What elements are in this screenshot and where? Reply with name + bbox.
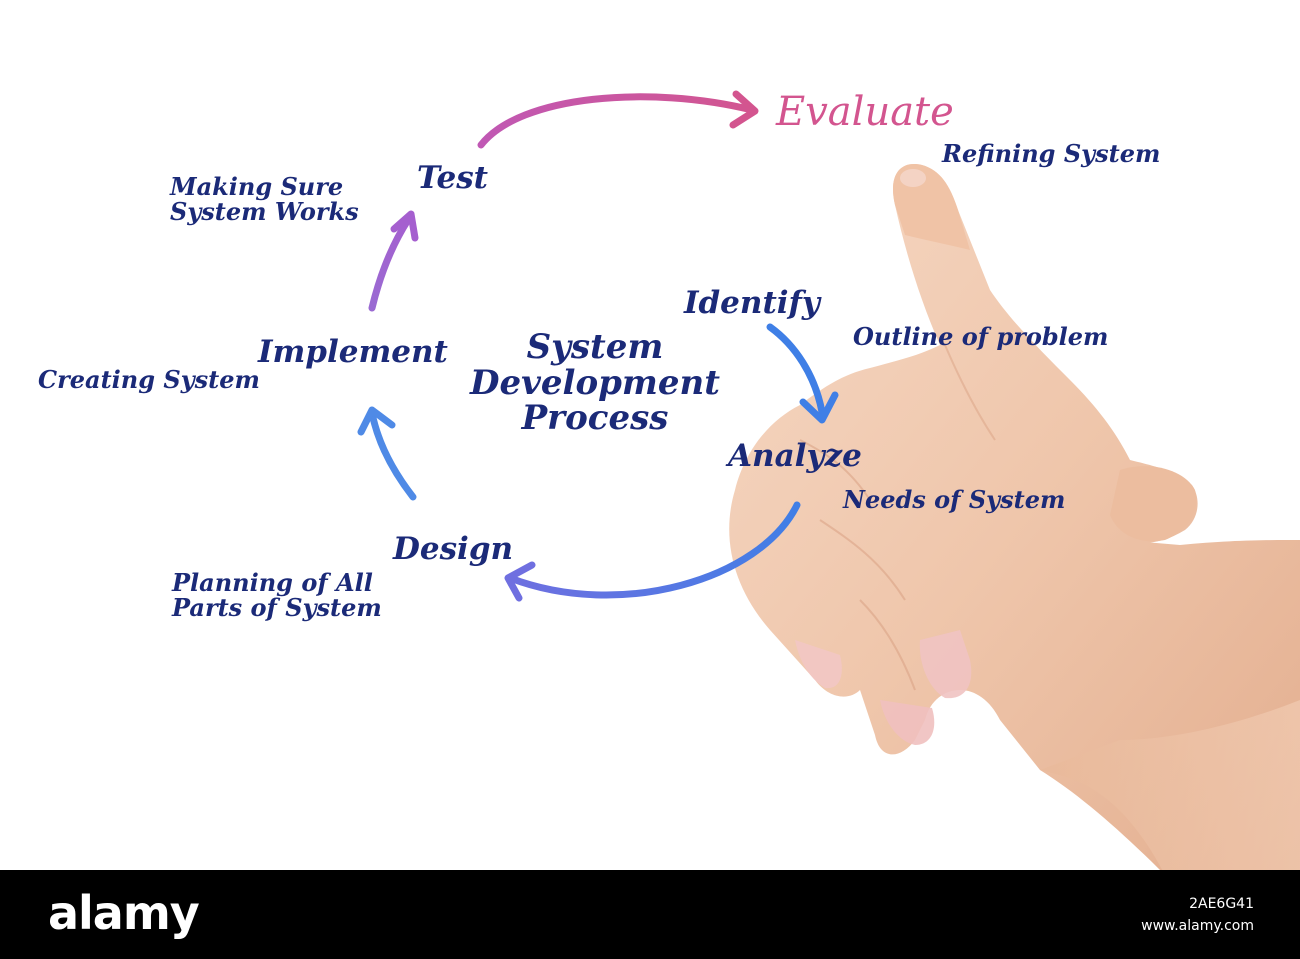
stage-implement-label: Implement [258, 334, 448, 370]
site-url-text: www.alamy.com [1141, 918, 1254, 934]
design-description-line-1: Planning of All [172, 568, 373, 597]
stage-identify-description: Outline of problem [853, 322, 1109, 351]
title-line-1: System [526, 327, 664, 367]
arrow-analyze-to-design [504, 501, 801, 602]
arrow-implement-to-test [368, 210, 419, 312]
diagram-graphics [357, 90, 1300, 870]
stage-design-label: Design [393, 531, 514, 567]
stage-test-description: Making Sure System Works [170, 172, 359, 227]
alamy-logo: alamy [48, 886, 200, 940]
image-id-text: 2AE6G41 [1189, 896, 1254, 912]
arrow-test-to-evaluate [477, 90, 759, 149]
arrow-identify-to-analyze [766, 323, 839, 424]
stage-analyze-description: Needs of System [843, 485, 1066, 514]
stage-evaluate-label: Evaluate [776, 89, 954, 135]
stage-analyze-label: Analyze [728, 438, 862, 474]
diagram-canvas: System Development Process Identify Outl… [38, 89, 1300, 870]
watermark-footer: alamy 2AE6G41 www.alamy.com [0, 870, 1300, 959]
test-description-line-1: Making Sure [170, 172, 344, 201]
stage-identify-label: Identify [684, 285, 820, 321]
stage-design-description: Planning of All Parts of System [172, 568, 382, 623]
pointing-hand-image [729, 164, 1300, 870]
stage-evaluate-description: Refining System [942, 139, 1161, 168]
title-line-3: Process [521, 398, 669, 439]
stage-test-label: Test [417, 160, 489, 196]
arrow-design-to-implement [357, 406, 417, 501]
stage-implement-description: Creating System [38, 365, 260, 394]
diagram-title: System Development Process [445, 327, 745, 439]
title-line-2: Development [470, 362, 720, 403]
test-description-line-2: System Works [170, 197, 359, 227]
design-description-line-2: Parts of System [172, 593, 382, 623]
